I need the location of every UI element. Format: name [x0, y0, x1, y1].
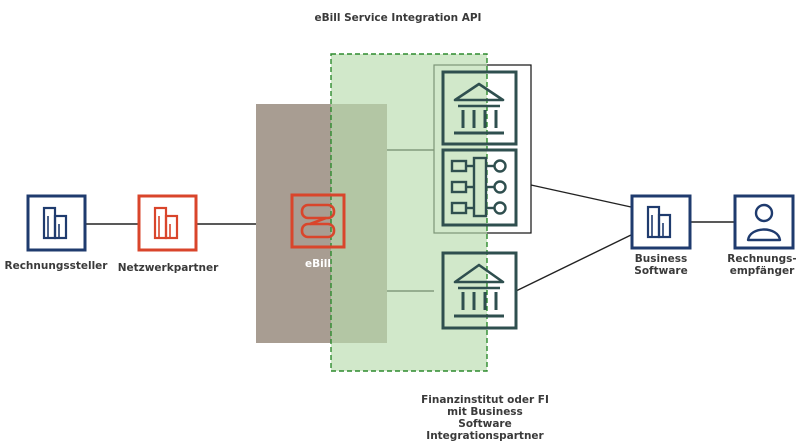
fi-caption-line2: mit Business — [447, 406, 523, 418]
diagram-title: eBill Service Integration API — [314, 12, 482, 24]
recipient-label-line1: Rechnungs- — [727, 253, 796, 265]
line-integration-business — [530, 184, 632, 208]
recipient-label: Rechnungs- empfänger — [722, 253, 796, 277]
business-software-label-line1: Business — [634, 253, 688, 265]
line-bank-business — [515, 234, 632, 292]
biller-building-icon — [26, 194, 87, 252]
recipient-person-icon — [733, 194, 795, 250]
business-software-label: Business Software — [621, 253, 701, 277]
fi-caption-line4: Integrationspartner — [426, 430, 544, 442]
ebill-logo-icon — [290, 193, 346, 249]
ebill-label: eBill — [305, 258, 331, 270]
fi-caption-line3: Software — [458, 418, 512, 430]
business-software-label-line2: Software — [634, 265, 688, 277]
recipient-label-line2: empfänger — [729, 265, 795, 277]
network-building-icon — [137, 194, 198, 252]
network-partner-label: Netzwerkpartner — [117, 262, 219, 274]
network-nodes-icon — [441, 148, 518, 227]
biller-label: Rechnungssteller — [4, 260, 108, 272]
bank-top-icon — [441, 70, 518, 146]
fi-caption: Finanzinstitut oder FI mit Business Soft… — [400, 394, 570, 442]
fi-caption-line1: Finanzinstitut oder FI — [421, 394, 549, 406]
business-software-building-icon — [630, 194, 692, 250]
bank-bottom-icon — [441, 251, 518, 330]
